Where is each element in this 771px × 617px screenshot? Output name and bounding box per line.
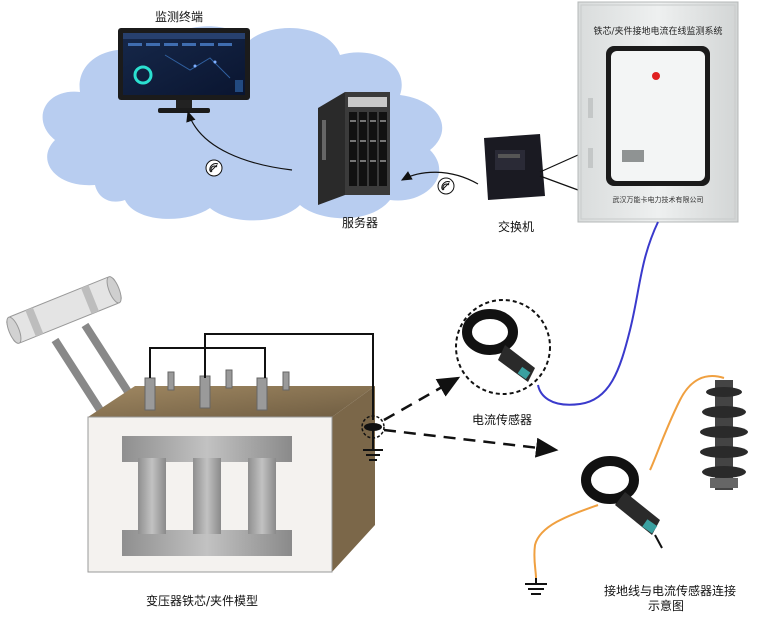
monitoring-cabinet: 铁芯/夹件接地电流在线监测系统 武汉万能卡电力技术有限公司 <box>577 1 739 223</box>
monitor-gauge-icon <box>133 65 153 85</box>
grounding-cable-lower <box>533 504 599 579</box>
server-label: 服务器 <box>342 216 379 230</box>
monitor-label: 监测终端 <box>155 10 204 24</box>
insulator <box>700 380 748 490</box>
transformer-model <box>6 276 375 573</box>
callout-arrow-sensor <box>383 376 461 422</box>
transformer-label: 变压器铁芯/夹件模型 <box>146 594 259 608</box>
current-sensor-clamp <box>581 456 663 549</box>
sensor-label: 电流传感器 <box>472 413 533 427</box>
data-flow-arrow <box>186 110 293 171</box>
grounding-label-line2: 示意图 <box>648 599 685 613</box>
grounding-label-line1: 接地线与电流传感器连接 <box>604 584 737 598</box>
data-flow-arrow <box>400 171 479 185</box>
monitor-terminal <box>118 28 250 113</box>
server <box>318 92 390 205</box>
signal-cable <box>537 221 659 406</box>
callout-arrow-grounding <box>383 428 559 458</box>
ground-symbol-icon <box>363 449 383 461</box>
ground-symbol-icon <box>525 578 547 595</box>
switch-label: 交换机 <box>498 220 535 234</box>
indicator-lamp <box>652 72 660 80</box>
cabinet-title: 铁芯/夹件接地电流在线监测系统 <box>593 25 722 37</box>
current-sensor-callout <box>455 299 551 395</box>
grounding-cable-upper <box>649 375 725 471</box>
wifi-signal-icon <box>205 159 223 177</box>
wifi-signal-icon <box>437 177 455 195</box>
cabinet-footer: 武汉万能卡电力技术有限公司 <box>613 195 704 204</box>
network-switch <box>484 134 579 200</box>
